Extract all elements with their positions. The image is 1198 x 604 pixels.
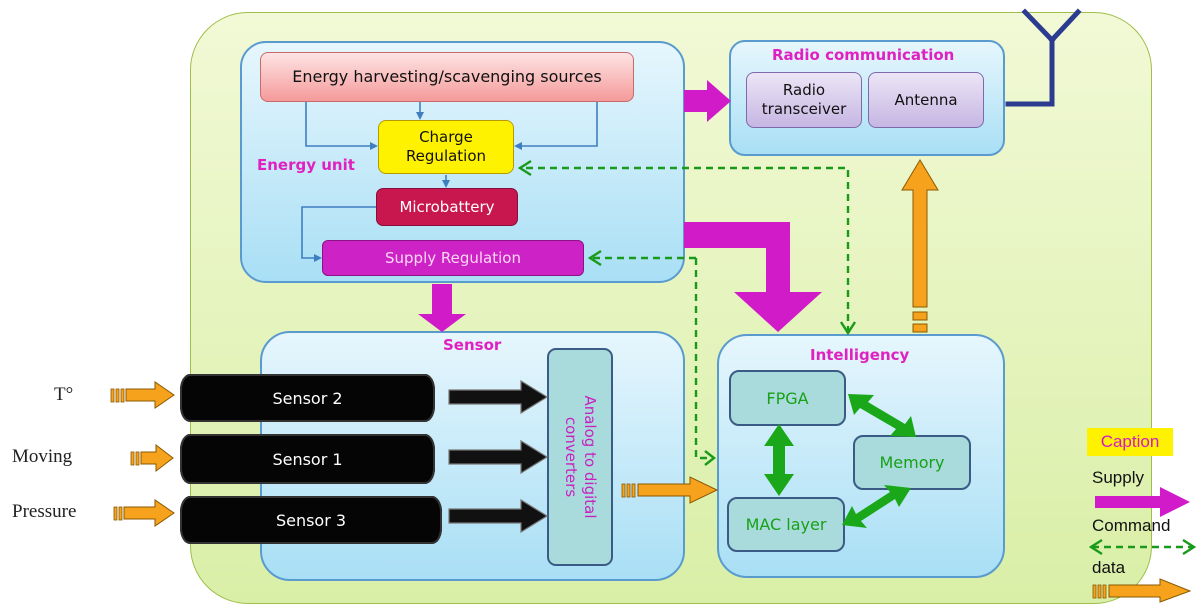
legend-supply-arrow: [1095, 487, 1190, 517]
edge-sensor1-to-adc: [448, 439, 549, 475]
edge-fpga-memory: [848, 394, 916, 437]
edge-sensor3-to-adc: [448, 498, 549, 534]
edge-mac-memory: [842, 485, 911, 528]
edge-sensor2-to-adc: [448, 379, 549, 415]
node-charge-regulation: Charge Regulation: [378, 120, 514, 174]
node-sensor-3: Sensor 3: [180, 496, 442, 544]
edge-battery-to-supply: [301, 206, 376, 262]
edge-data-adc-to-intelligency: [621, 476, 719, 504]
node-mac-layer: MAC layer: [727, 497, 845, 552]
node-antenna: Antenna: [868, 72, 984, 128]
label-sensor: Sensor: [443, 336, 502, 354]
edge-fpga-mac: [764, 424, 794, 496]
edge-energy-to-intelligency: [684, 222, 822, 332]
legend-data-label: data: [1092, 558, 1126, 577]
edge-data-to-radio: [901, 159, 939, 333]
edge-energy-to-radio: [684, 80, 731, 122]
edge-input-pressure: [113, 499, 175, 527]
legend-data-arrow: [1092, 578, 1192, 603]
edge-input-moving: [130, 443, 174, 473]
label-radio: Radio communication: [772, 46, 955, 64]
node-supply-regulation: Supply Regulation: [322, 240, 584, 276]
edge-sources-to-charge: [305, 102, 598, 150]
label-intelligency: Intelligency: [810, 346, 910, 364]
node-radio-transceiver: Radio transceiver: [746, 72, 862, 128]
legend-caption: Caption: [1087, 428, 1173, 456]
label-energy-unit: Energy unit: [257, 156, 355, 174]
legend-command-arrow: [1088, 538, 1197, 556]
edge-command-charge: [520, 166, 850, 333]
edge-input-temperature: [110, 381, 175, 409]
node-sensor-2: Sensor 2: [180, 374, 435, 422]
label-input-pressure: Pressure: [12, 501, 77, 522]
legend-command-label: Command: [1092, 516, 1171, 535]
node-sensor-1: Sensor 1: [180, 434, 435, 484]
node-microbattery: Microbattery: [376, 188, 518, 226]
node-fpga: FPGA: [729, 370, 846, 426]
node-energy-sources: Energy harvesting/scavenging sources: [260, 52, 634, 102]
label-input-temperature: T°: [54, 384, 74, 405]
edge-energy-to-sensor: [418, 284, 466, 332]
edge-command-adc-intelligency: [694, 258, 712, 460]
legend-supply-label: Supply: [1092, 468, 1144, 487]
label-input-moving: Moving: [12, 446, 73, 467]
